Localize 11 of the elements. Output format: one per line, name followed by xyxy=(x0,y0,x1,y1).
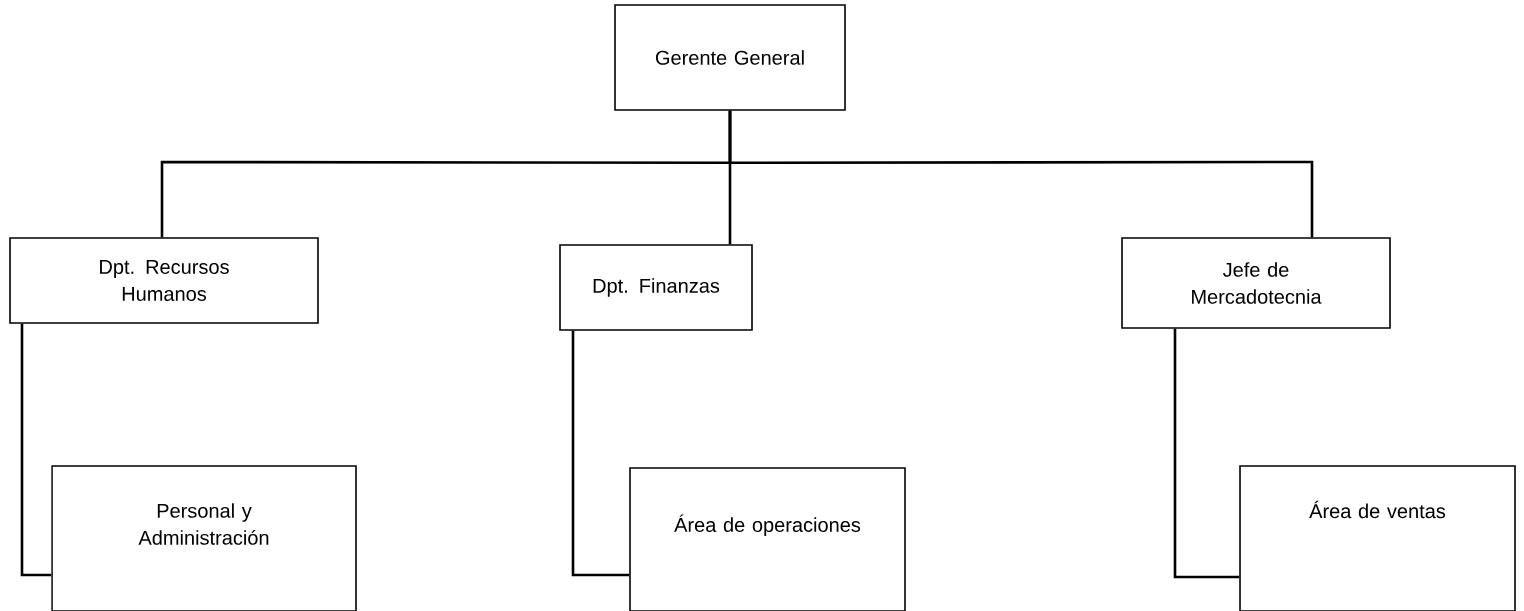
connector-line xyxy=(20,323,52,577)
org-box: Dpt. Finanzas xyxy=(559,244,753,331)
connector-line xyxy=(571,330,630,577)
org-box: Dpt. Recursos Humanos xyxy=(9,237,319,324)
connector-line xyxy=(728,110,1314,238)
org-box: Personal y Administración xyxy=(51,465,357,611)
connector-line xyxy=(1173,328,1240,579)
org-box: Gerente General xyxy=(614,4,846,111)
org-box: Jefe de Mercadotecnia xyxy=(1121,237,1391,329)
org-box: Área de operaciones xyxy=(629,467,906,611)
org-box: Área de ventas xyxy=(1239,465,1516,611)
